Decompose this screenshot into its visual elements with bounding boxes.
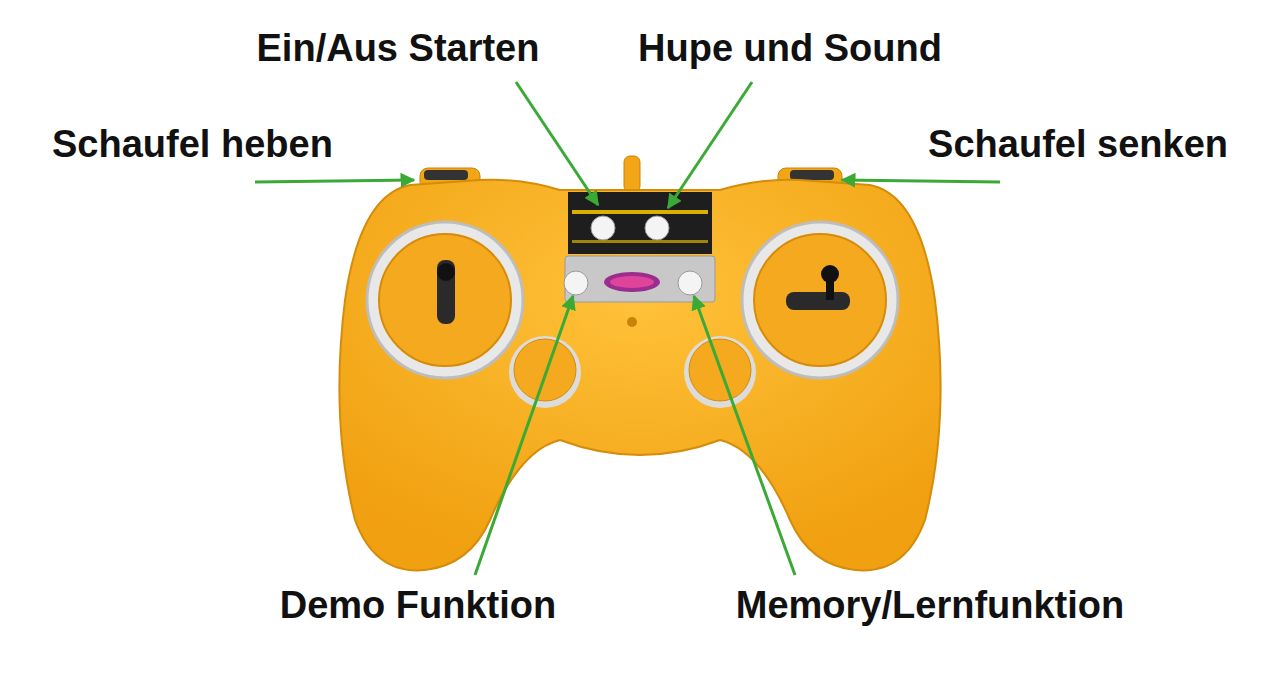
part-label: Schaufel heben (52, 122, 333, 166)
part-label: Schaufel senken (928, 122, 1228, 166)
part-label: Hupe und Sound (638, 26, 942, 70)
part-label: Demo Funktion (280, 583, 557, 627)
part-label: Ein/Aus Starten (257, 26, 540, 70)
leader-lines (255, 82, 1000, 575)
part-label: Memory/Lernfunktion (736, 583, 1124, 627)
